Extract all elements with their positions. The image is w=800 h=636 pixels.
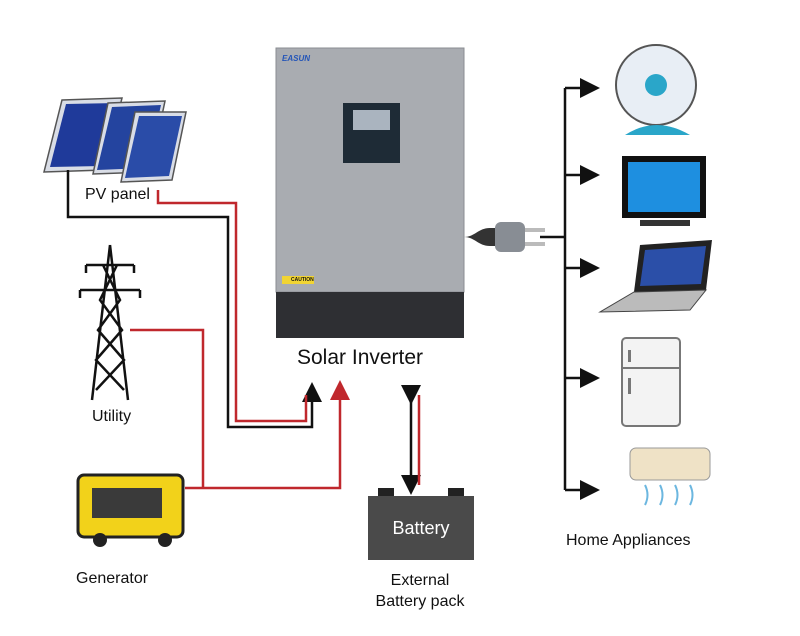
utility-wire (130, 328, 205, 488)
external-battery-label: External Battery pack (350, 570, 490, 612)
air-conditioner-icon (629, 447, 711, 506)
pv-panel-icon (43, 97, 187, 183)
inverter-label: Solar Inverter (297, 346, 424, 369)
solar-inverter-image (275, 47, 465, 338)
battery-label: Battery (392, 518, 450, 538)
wires (66, 78, 600, 500)
fan-icon (615, 44, 697, 135)
pv-positive-wire (156, 190, 308, 423)
generator-wire (185, 380, 350, 490)
brand-logo: EASUN (282, 54, 311, 63)
plug-icon (464, 222, 545, 252)
utility-label: Utility (92, 408, 132, 425)
pv-negative-wire (66, 170, 322, 429)
generator-icon (76, 473, 185, 547)
caution-sticker: CAUTION (291, 277, 314, 283)
battery-icon (368, 488, 474, 560)
external-battery-line2: Battery pack (375, 593, 465, 610)
fridge-icon (621, 337, 681, 427)
home-appliances-label: Home Appliances (566, 532, 691, 549)
external-battery-line1: External (390, 572, 450, 589)
pv-panel-label: PV panel (83, 186, 152, 204)
utility-tower-icon (78, 244, 142, 401)
tv-icon (622, 156, 706, 226)
generator-label: Generator (76, 570, 149, 587)
laptop-icon (598, 240, 712, 313)
